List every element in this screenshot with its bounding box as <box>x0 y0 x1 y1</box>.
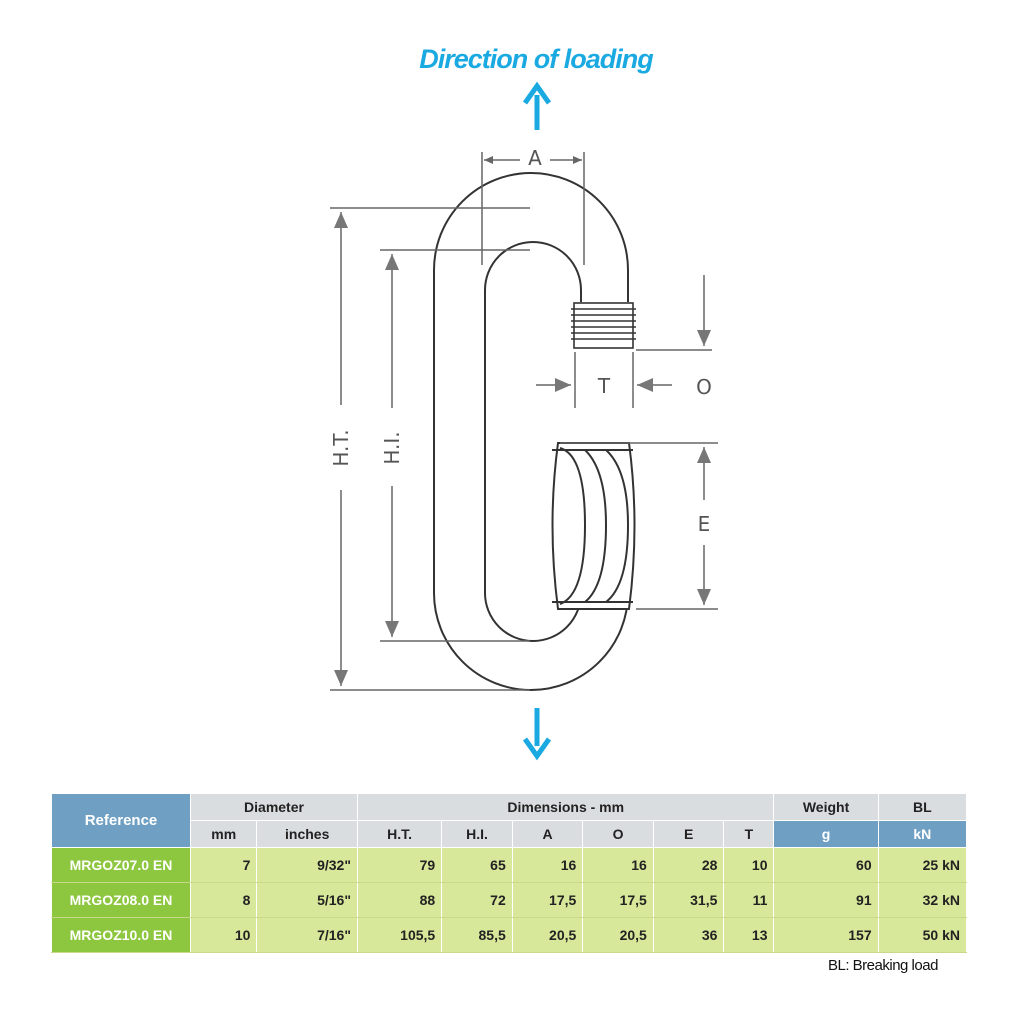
cell-ht: 105,5 <box>356 917 443 953</box>
label-a: A <box>528 146 542 170</box>
header-o: O <box>582 820 654 848</box>
cell-a: 20,5 <box>511 917 584 953</box>
cell-o: 16 <box>582 847 654 883</box>
label-e: E <box>698 512 711 536</box>
header-hi: H.I. <box>441 820 513 848</box>
quick-link-diagram: A H.T. H.I. O T E <box>329 81 718 761</box>
header-diameter: Diameter <box>190 793 358 821</box>
cell-e: 28 <box>652 847 725 883</box>
cell-ref: MRGOZ10.0 EN <box>51 917 191 953</box>
dimension-o <box>560 275 718 444</box>
header-reference: Reference <box>51 793 191 848</box>
header-bl: BL <box>877 793 968 821</box>
header-g: g <box>773 820 879 848</box>
label-t: T <box>597 374 611 398</box>
dimension-a <box>481 152 585 265</box>
cell-ht: 79 <box>356 847 443 883</box>
cell-e: 31,5 <box>652 882 725 918</box>
cell-a: 17,5 <box>511 882 584 918</box>
cell-inches: 9/32" <box>256 847 358 883</box>
cell-mm: 10 <box>189 917 258 953</box>
arrow-down-icon <box>522 708 552 761</box>
dimension-t <box>536 352 672 408</box>
cell-hi: 72 <box>441 882 513 918</box>
cell-mm: 8 <box>189 882 258 918</box>
header-e: E <box>652 820 725 848</box>
cell-ref: MRGOZ08.0 EN <box>51 882 191 918</box>
header-kn: kN <box>877 820 968 848</box>
header-inches: inches <box>256 820 358 848</box>
table-row: MRGOZ07.0 EN 7 9/32" 79 65 16 16 28 10 6… <box>51 847 968 883</box>
cell-o: 17,5 <box>582 882 654 918</box>
specification-table: Reference Diameter Dimensions - mm Weigh… <box>51 793 968 953</box>
header-mm: mm <box>189 820 258 848</box>
cell-mm: 7 <box>189 847 258 883</box>
label-o: O <box>696 375 712 399</box>
cell-hi: 85,5 <box>441 917 513 953</box>
cell-t: 11 <box>723 882 775 918</box>
hex-nut <box>551 442 636 610</box>
cell-inches: 7/16" <box>256 917 358 953</box>
header-dimensions: Dimensions - mm <box>356 793 775 821</box>
header-a: A <box>511 820 584 848</box>
cell-inches: 5/16" <box>256 882 358 918</box>
cell-e: 36 <box>652 917 725 953</box>
cell-o: 20,5 <box>582 917 654 953</box>
label-hi: H.I. <box>380 431 404 464</box>
quick-link-shape <box>433 172 629 691</box>
cell-a: 16 <box>511 847 584 883</box>
cell-bl: 32 kN <box>877 882 968 918</box>
direction-of-loading-title: Direction of loading <box>419 44 654 74</box>
cell-bl: 50 kN <box>877 917 968 953</box>
table-row: MRGOZ10.0 EN 10 7/16" 105,5 85,5 20,5 20… <box>51 917 968 953</box>
cell-g: 91 <box>773 882 879 918</box>
header-weight: Weight <box>773 793 879 821</box>
arrow-up-icon <box>522 81 552 130</box>
breaking-load-footnote: BL: Breaking load <box>828 957 938 974</box>
cell-ht: 88 <box>356 882 443 918</box>
thread-section <box>571 302 636 349</box>
cell-t: 13 <box>723 917 775 953</box>
cell-t: 10 <box>723 847 775 883</box>
dimension-hi <box>380 249 530 642</box>
header-ht: H.T. <box>356 820 443 848</box>
dimension-e <box>636 447 718 610</box>
dimension-ht <box>330 207 530 691</box>
cell-g: 157 <box>773 917 879 953</box>
cell-hi: 65 <box>441 847 513 883</box>
cell-g: 60 <box>773 847 879 883</box>
cell-bl: 25 kN <box>877 847 968 883</box>
table-row: MRGOZ08.0 EN 8 5/16" 88 72 17,5 17,5 31,… <box>51 882 968 918</box>
header-t: T <box>723 820 775 848</box>
cell-ref: MRGOZ07.0 EN <box>51 847 191 883</box>
label-ht: H.T. <box>329 429 353 466</box>
